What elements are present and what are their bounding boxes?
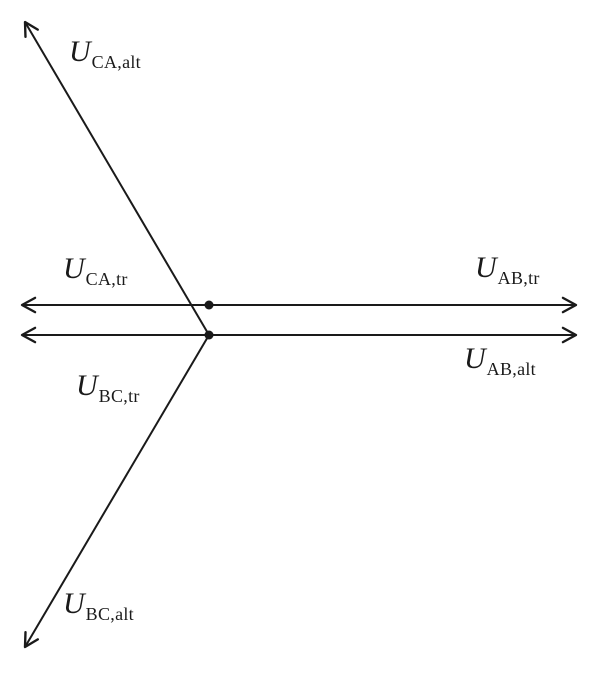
label-u-ca-tr-subscript: CA,tr xyxy=(85,269,128,289)
label-u-ca-alt-subscript: CA,alt xyxy=(91,52,141,72)
label-u-ab-alt-subscript: AB,alt xyxy=(486,359,536,379)
label-u-ca-tr: UCA,tr xyxy=(63,252,128,289)
label-u-bc-tr-subscript: BC,tr xyxy=(98,386,140,406)
label-u-bc-alt-subscript: BC,alt xyxy=(85,604,134,624)
u-ca-alt-vector-line xyxy=(23,20,210,336)
label-u-ab-tr-symbol: U xyxy=(475,251,497,284)
tr-origin-dot xyxy=(204,300,214,310)
alt-origin-dot xyxy=(204,330,214,340)
label-u-ca-tr-symbol: U xyxy=(63,252,85,285)
label-u-ab-tr: UAB,tr xyxy=(475,251,540,288)
label-u-ca-alt: UCA,alt xyxy=(69,35,141,72)
label-u-bc-tr-symbol: U xyxy=(76,369,98,402)
u-bc-vector-line xyxy=(23,334,210,649)
label-u-ab-alt-symbol: U xyxy=(464,342,486,375)
label-u-bc-alt-symbol: U xyxy=(63,587,85,620)
label-u-bc-alt: UBC,alt xyxy=(63,587,134,624)
label-u-ab-tr-subscript: AB,tr xyxy=(497,268,540,288)
label-u-ca-alt-symbol: U xyxy=(69,35,91,68)
label-u-ab-alt: UAB,alt xyxy=(464,342,536,379)
label-u-bc-tr: UBC,tr xyxy=(76,369,140,406)
